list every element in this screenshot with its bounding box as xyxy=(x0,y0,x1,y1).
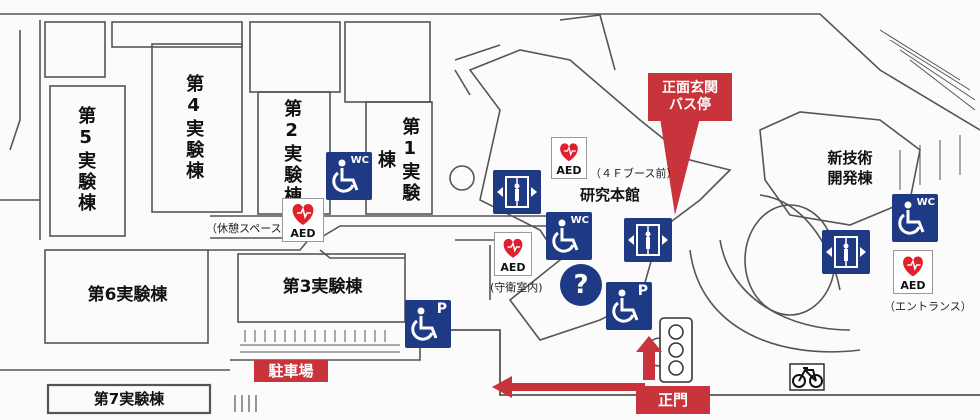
building-1-label: 第1実験棟 xyxy=(375,116,421,204)
accessible-wc-icon: WC xyxy=(892,194,938,242)
main-building-label: 研究本館 xyxy=(579,185,640,204)
accessible-wc-icon: WC xyxy=(326,152,372,200)
accessible-wc-icon: WC xyxy=(546,212,592,260)
bus-stop-pointer xyxy=(660,118,700,215)
elevator-icon xyxy=(624,218,672,262)
aed-marker-booth: AED xyxy=(551,137,587,179)
building-2-label: 第2実験棟 xyxy=(281,99,303,207)
aed-heart-icon xyxy=(903,256,923,277)
booth-label: （４Ｆブース前） xyxy=(590,167,678,180)
building-7-label: 第7実験棟 xyxy=(93,389,165,408)
guard-room-label: (守衛室内) xyxy=(490,281,543,294)
bicycle-icon xyxy=(792,367,823,388)
rest-space-label: （休憩スペース） xyxy=(206,222,293,235)
elevator-icon xyxy=(493,170,541,214)
entrance-label: （エントランス） xyxy=(884,300,972,313)
information-icon: ? xyxy=(560,264,602,306)
aed-marker-entrance: AED xyxy=(893,250,933,294)
aed-marker-rest: AED xyxy=(282,198,324,242)
parking-tag: 駐車場 xyxy=(254,360,328,382)
elevator-icon xyxy=(822,230,870,274)
main-gate-tag: 正門 xyxy=(636,386,710,414)
aed-heart-icon xyxy=(560,143,578,162)
bus-stop-tag: 正面玄関 バス停 xyxy=(648,73,732,121)
aed-heart-icon xyxy=(503,238,523,258)
building-5-label: 第5実験棟 xyxy=(75,106,97,214)
traffic-light-icon xyxy=(659,317,693,383)
aed-heart-icon xyxy=(292,204,314,225)
aed-text: AED xyxy=(500,261,526,274)
arrow-left-icon xyxy=(492,376,645,398)
aed-marker-guard: AED xyxy=(494,232,532,276)
building-6-label: 第6実験棟 xyxy=(87,284,168,305)
accessible-parking-icon: P xyxy=(405,300,451,348)
aed-text: AED xyxy=(290,227,316,240)
accessible-parking-icon: P xyxy=(606,282,652,330)
building-4-label: 第4実験棟 xyxy=(183,74,205,182)
building-3-label: 第3実験棟 xyxy=(282,276,363,297)
aed-text: AED xyxy=(556,164,582,177)
aed-text: AED xyxy=(900,279,926,292)
new-tech-building-label: 新技術 開発棟 xyxy=(827,148,873,187)
arrow-up-icon xyxy=(636,336,662,380)
